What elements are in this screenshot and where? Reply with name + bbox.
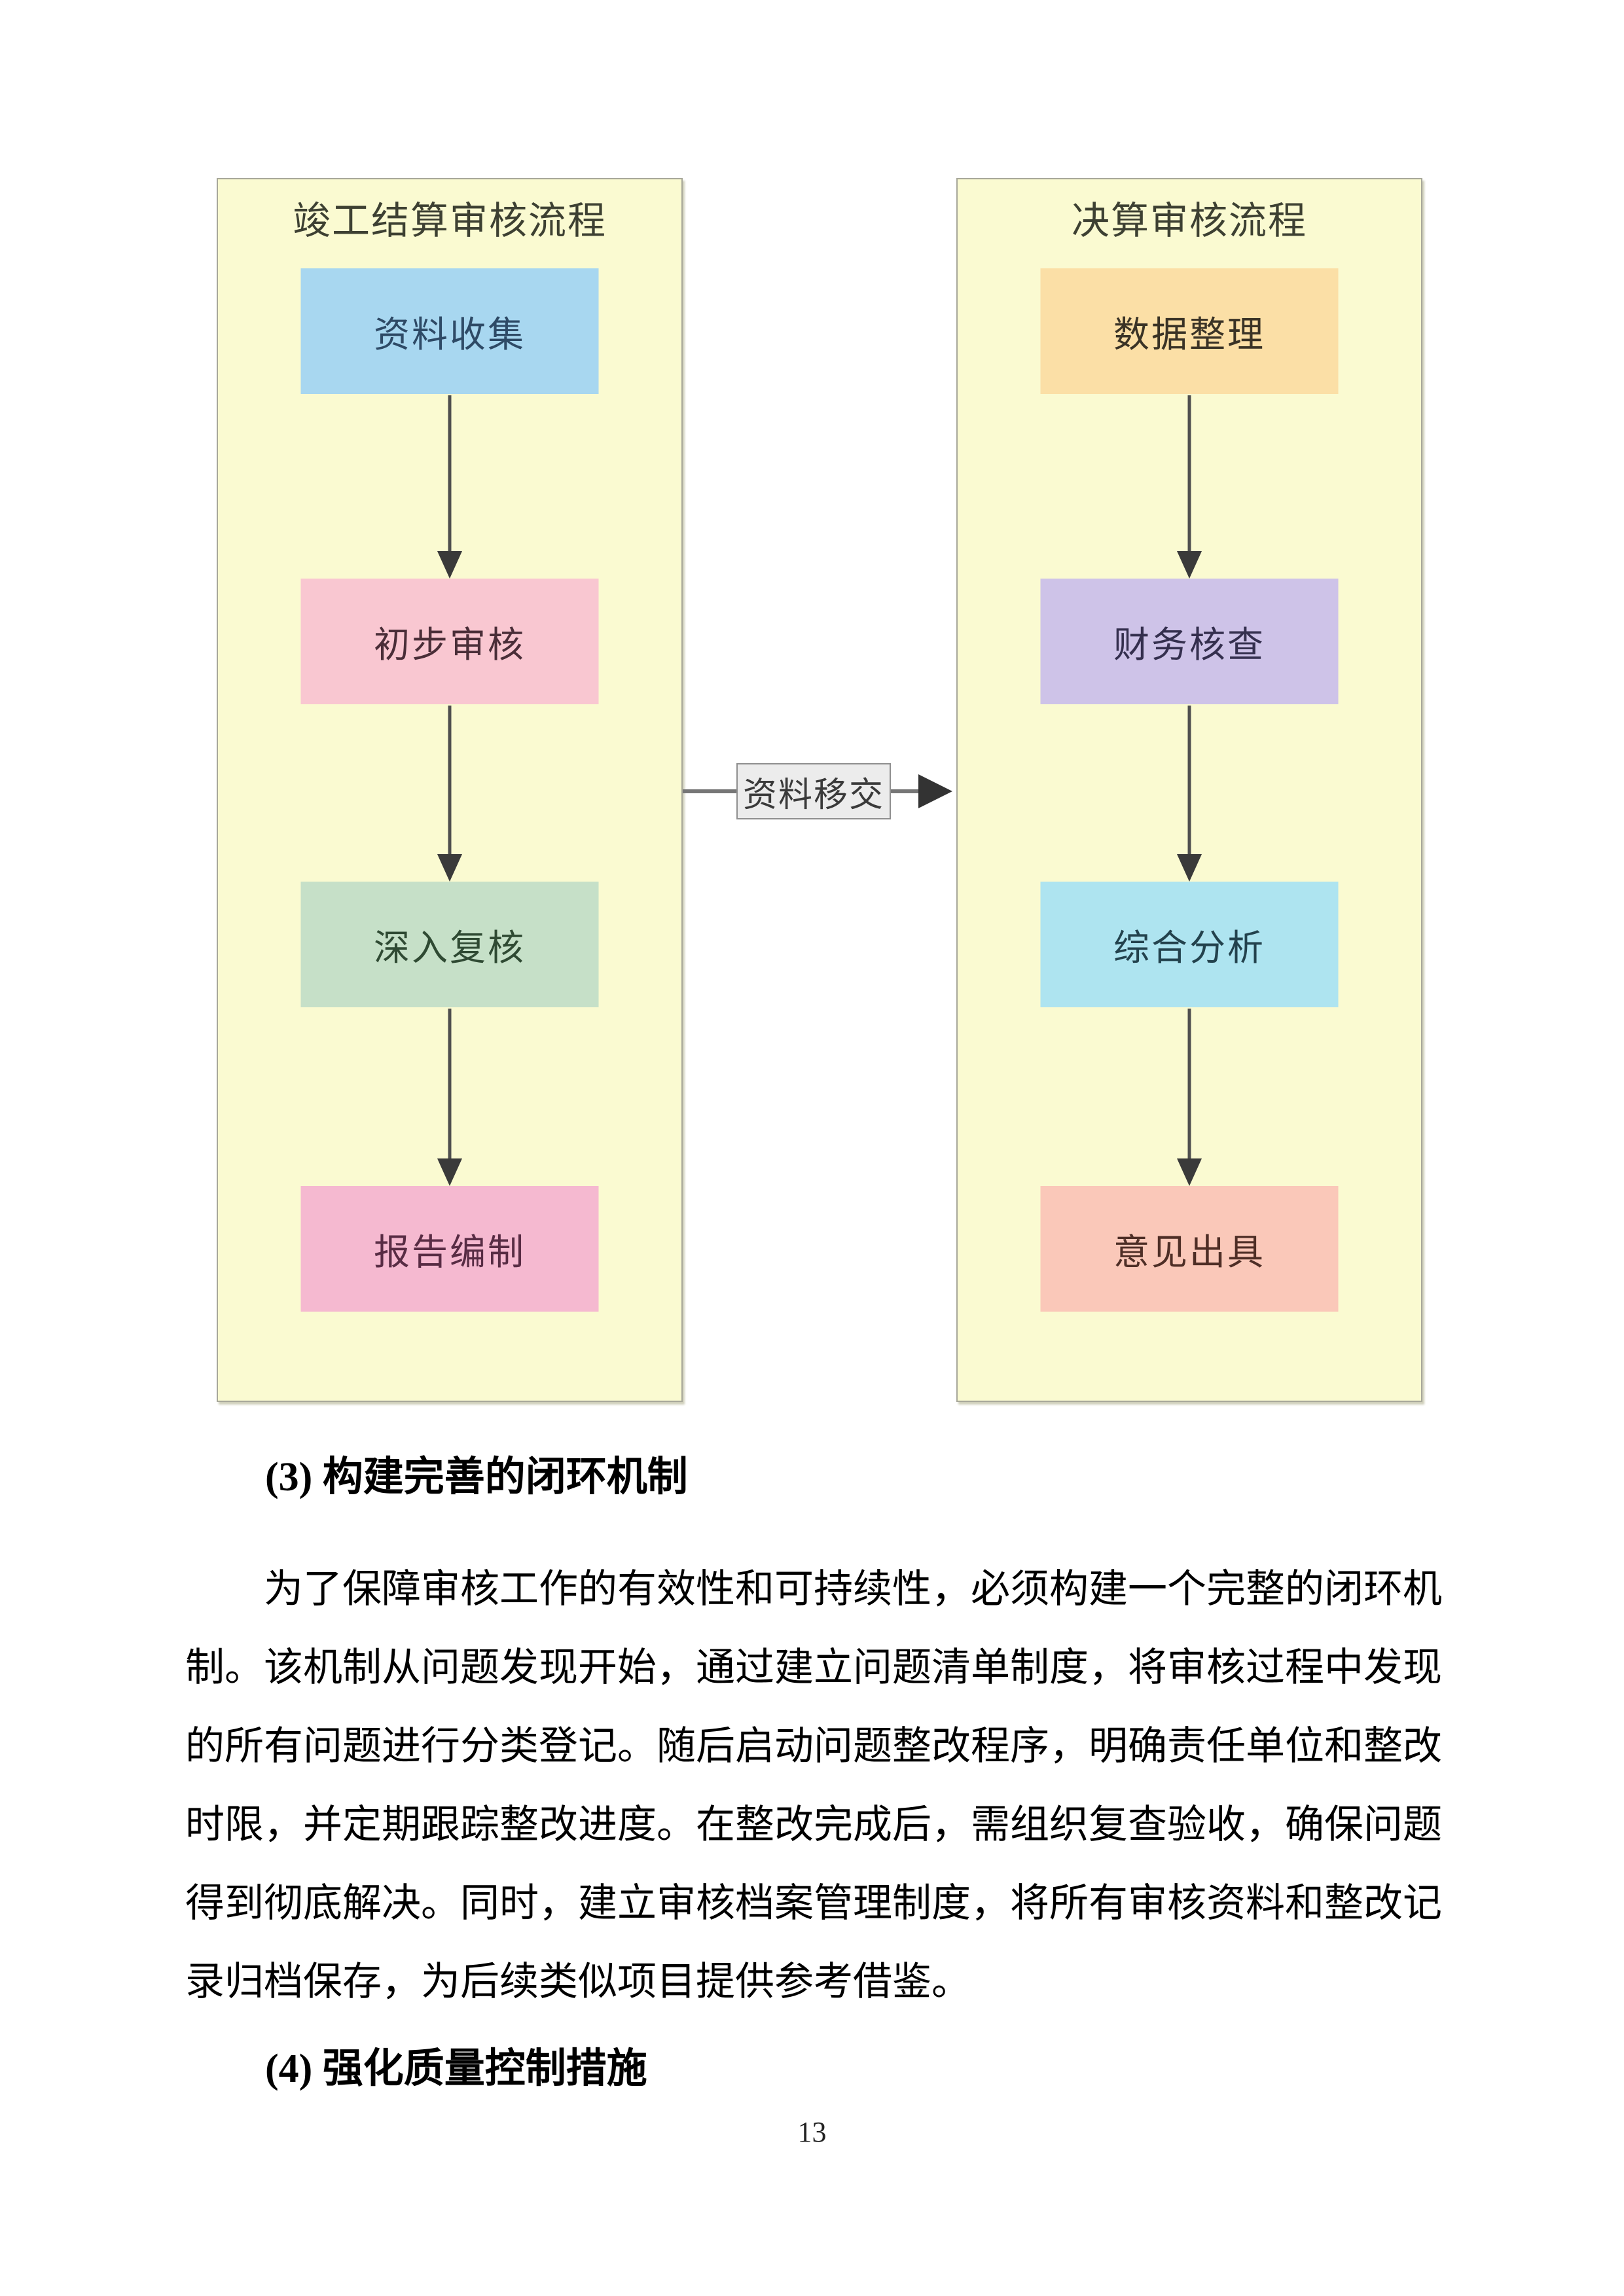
flow-step-zl-shouji: 资料收集 bbox=[300, 268, 599, 394]
arrow-down-icon bbox=[437, 551, 462, 579]
connector-label: 资料移交 bbox=[736, 763, 891, 819]
arrow-down-icon bbox=[1177, 1158, 1202, 1186]
flowchart-title-settlement: 竣工结算审核流程 bbox=[292, 200, 607, 242]
paragraph-line: 得到彻底解决。同时，建立审核档案管理制度，将所有审核资料和整改记 bbox=[185, 1882, 1442, 1925]
section-heading-4: (4) 强化质量控制措施 bbox=[265, 2047, 647, 2091]
arrow-down-icon bbox=[1177, 854, 1202, 882]
flow-step-zonghe-fenxi: 综合分析 bbox=[1040, 882, 1339, 1007]
paragraph-line: 录归档保存，为后续类似项目提供参考借鉴。 bbox=[185, 1960, 971, 2003]
flow-step-shenru-fuhe: 深入复核 bbox=[300, 882, 599, 1007]
paragraph-line: 时限，并定期跟踪整改进度。在整改完成后，需组织复查验收，确保问题 bbox=[185, 1803, 1442, 1846]
arrow-down-icon bbox=[437, 1158, 462, 1186]
paragraph-line: 为了保障审核工作的有效性和可持续性，必须构建一个完整的闭环机 bbox=[264, 1568, 1442, 1611]
flow-step-baogao-bianzhi: 报告编制 bbox=[300, 1186, 599, 1312]
arrow-right-icon bbox=[918, 774, 952, 808]
arrow-line bbox=[448, 395, 452, 552]
arrow-line bbox=[1187, 706, 1191, 854]
arrow-down-icon bbox=[437, 854, 462, 882]
paragraph-line: 制。该机制从问题发现开始，通过建立问题清单制度，将审核过程中发现 bbox=[185, 1646, 1442, 1689]
flow-step-yijian-chuju: 意见出具 bbox=[1040, 1186, 1339, 1312]
arrow-line bbox=[1187, 395, 1191, 552]
flowchart-panel-settlement: 竣工结算审核流程 资料收集 初步审核 深入复核 报告编制 bbox=[217, 178, 683, 1402]
flowchart-panel-final-account: 决算审核流程 数据整理 财务核查 综合分析 意见出具 bbox=[956, 178, 1422, 1402]
section-heading-3: (3) 构建完善的闭环机制 bbox=[265, 1455, 688, 1499]
flow-step-chubu-shenhe: 初步审核 bbox=[300, 579, 599, 704]
paragraph-line: 的所有问题进行分类登记。随后启动问题整改程序，明确责任单位和整改 bbox=[185, 1725, 1442, 1768]
flowchart-title-final-account: 决算审核流程 bbox=[1071, 200, 1307, 242]
arrow-down-icon bbox=[1177, 551, 1202, 579]
arrow-line bbox=[448, 1009, 452, 1158]
flow-step-caiwu-hecha: 财务核查 bbox=[1040, 579, 1339, 704]
page-number: 13 bbox=[797, 2116, 827, 2148]
flow-step-shuju-zhengli: 数据整理 bbox=[1040, 268, 1339, 394]
arrow-line bbox=[1187, 1009, 1191, 1158]
arrow-line bbox=[448, 706, 452, 854]
